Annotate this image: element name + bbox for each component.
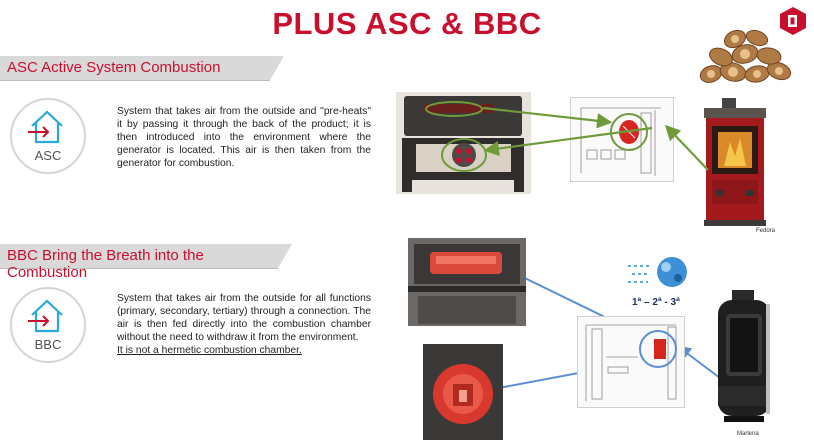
fedora-caption: Fedora [756, 228, 776, 234]
asc-heading: ASC Active System Combustion [7, 59, 221, 76]
bbc-icon-badge: BBC [10, 287, 86, 363]
marlena-stove-image [714, 290, 774, 430]
asc-icon-badge: ASC [10, 98, 86, 174]
bbc-note: It is not a hermetic combustion chamber. [117, 345, 302, 356]
firewood-icon [699, 29, 792, 83]
wind-cloud-icon [628, 257, 687, 287]
house-arrow-icon [28, 110, 63, 144]
bbc-schematic [577, 316, 685, 408]
fedora-stove-image [698, 98, 772, 230]
page-title: PLUS ASC & BBC [272, 6, 542, 41]
asc-icon-label: ASC [34, 148, 62, 163]
house-arrow-icon [28, 299, 63, 333]
bbc-combustion-photo [408, 238, 526, 326]
asc-schematic [570, 97, 674, 182]
brand-logo-icon [780, 7, 806, 35]
bbc-icon-label: BBC [34, 337, 62, 352]
bbc-connector-photo [423, 344, 503, 440]
asc-description: System that takes air from the outside a… [117, 106, 371, 169]
asc-section-header: ASC Active System Combustion [0, 56, 284, 81]
bbc-description: System that takes air from the outside f… [117, 293, 371, 343]
bbc-heading: BBC Bring the Breath into the Combustion [7, 247, 204, 281]
air-levels-label: 1ª – 2ª - 3ª [632, 297, 680, 308]
marlena-caption: Marlena [737, 431, 759, 437]
bbc-section-header: BBC Bring the Breath into the Combustion [0, 244, 292, 281]
asc-back-panel-photo [396, 92, 531, 194]
bbc-description-block: System that takes air from the outside f… [117, 292, 371, 357]
